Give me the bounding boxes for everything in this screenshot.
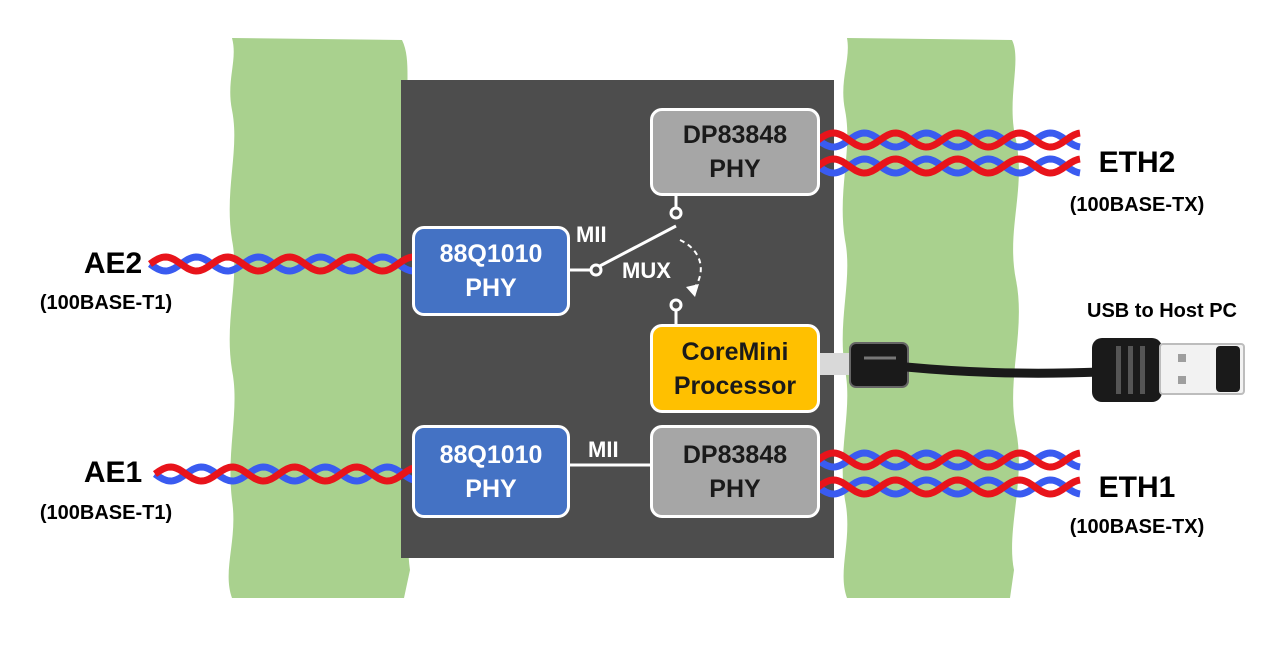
mux-contact-bottom <box>669 298 683 312</box>
eth1-cable-a-red-wire <box>815 449 1081 471</box>
usb-plug-b-body <box>849 342 909 388</box>
phy-88q1010-bottom-line1: 88Q1010 <box>439 440 543 469</box>
ae1-cable <box>152 463 415 485</box>
ae2-label: AE2 <box>83 247 143 280</box>
eth1-label: ETH1 <box>1098 471 1176 504</box>
mii-label-bottom: MII <box>588 437 619 462</box>
mux-label: MUX <box>622 258 671 283</box>
left-bumper <box>228 38 412 598</box>
coremini-processor: CoreMini Processor <box>650 324 820 413</box>
eth1-cable-a <box>815 449 1081 471</box>
mux-arrowhead <box>686 284 699 297</box>
eth2-cable-b <box>815 155 1081 177</box>
eth2-standard: (100BASE-TX) <box>1069 194 1205 216</box>
phy-88q1010-top-line1: 88Q1010 <box>439 240 543 268</box>
ae1-standard: (100BASE-T1) <box>39 502 173 524</box>
phy-dp83848-bottom-line1: DP83848 <box>682 440 788 469</box>
phy-88q1010-bottom: 88Q1010 PHY <box>412 425 570 518</box>
coremini-processor-line1: CoreMini <box>681 337 789 366</box>
usb-host-label: USB to Host PC <box>1087 300 1237 322</box>
ae2-standard: (100BASE-T1) <box>39 292 173 314</box>
mux-contact-top <box>669 206 683 220</box>
phy-88q1010-top: 88Q1010 PHY <box>412 226 570 316</box>
right-bumper <box>842 38 1019 598</box>
phy-88q1010-bottom-line2: PHY <box>465 474 517 503</box>
mux-contact-in <box>589 263 603 277</box>
coremini-processor-line2: Processor <box>673 371 797 400</box>
phy-dp83848-top-line1: DP83848 <box>682 121 788 149</box>
eth1-cable-b-red-wire <box>815 476 1081 498</box>
eth2-label: ETH2 <box>1098 146 1176 179</box>
usb-plug-a-body <box>1092 338 1162 402</box>
usb-plug-a-hole1 <box>1178 354 1186 362</box>
eth2-cable-b-red-wire <box>815 155 1081 177</box>
usb-plug-a-hole2 <box>1178 376 1186 384</box>
eth1-cable-b <box>815 476 1081 498</box>
ae1-label: AE1 <box>83 456 143 489</box>
ae2-cable-red-wire <box>147 253 415 275</box>
mux-switch-arm <box>595 224 677 270</box>
phy-dp83848-top-line2: PHY <box>709 155 761 183</box>
eth2-cable-a <box>815 129 1081 151</box>
eth1-standard: (100BASE-TX) <box>1069 516 1205 538</box>
phy-dp83848-top: DP83848 PHY <box>650 108 820 196</box>
mii-label-top: MII <box>576 222 607 247</box>
phy-dp83848-bottom: DP83848 PHY <box>650 425 820 518</box>
usb-cable <box>905 362 1101 378</box>
ae2-cable <box>147 253 415 275</box>
usb-plug-a-grip3 <box>1140 346 1145 394</box>
usb-plug-b-metal <box>820 353 852 375</box>
usb-plug-a-tip <box>1216 346 1240 392</box>
usb-plug-a-grip1 <box>1116 346 1121 394</box>
ae1-cable-red-wire <box>152 463 415 485</box>
phy-dp83848-bottom-line2: PHY <box>709 474 761 503</box>
eth2-cable-a-red-wire <box>815 129 1081 151</box>
usb-plug-a-grip2 <box>1128 346 1133 394</box>
phy-88q1010-top-line2: PHY <box>465 274 517 302</box>
